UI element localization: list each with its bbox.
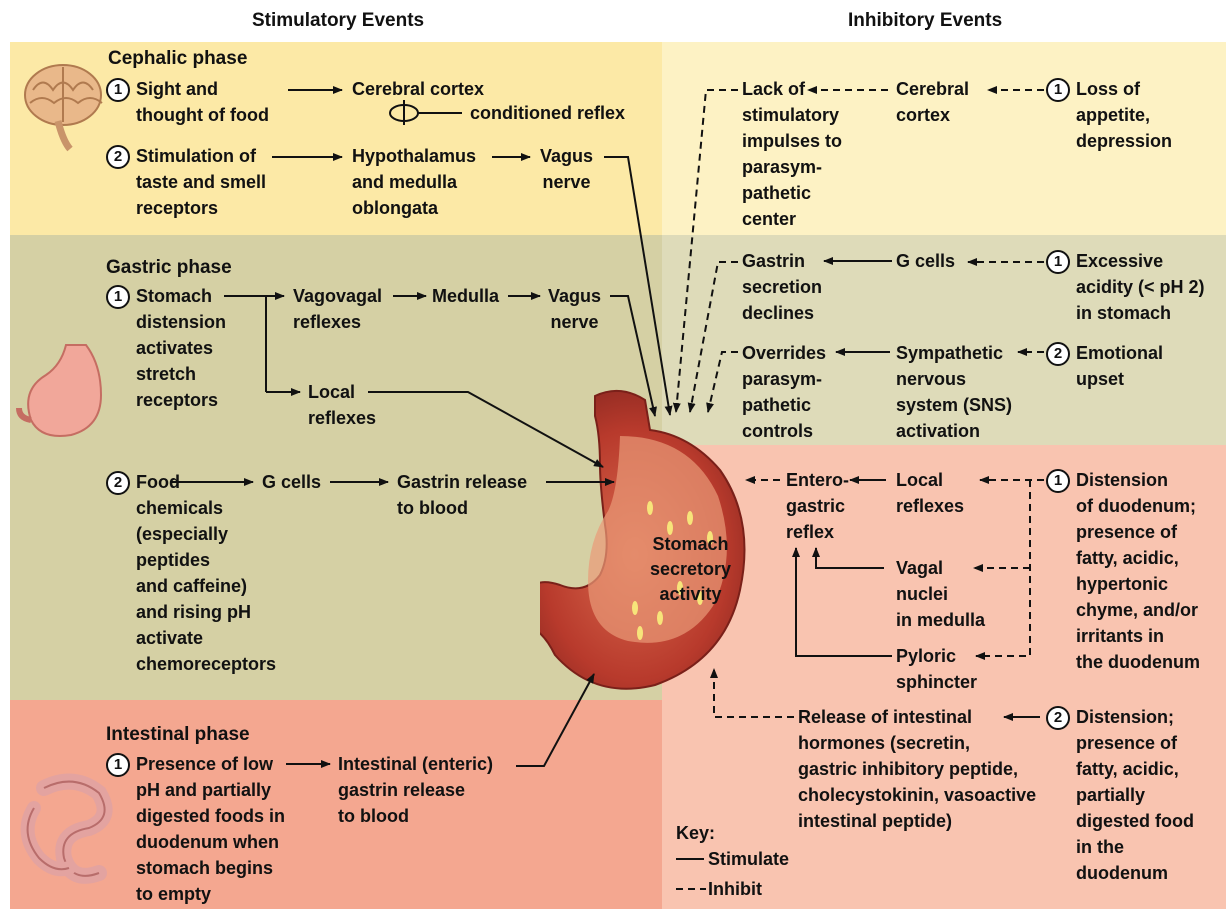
medulla-text: Medulla: [432, 283, 499, 309]
step-number: 1: [1046, 78, 1070, 102]
step-number: 2: [106, 471, 130, 495]
cerebral-cortex-text: Cerebral cortex: [352, 76, 484, 102]
step-number: 1: [1046, 469, 1070, 493]
step-number: 1: [106, 285, 130, 309]
step-number: 2: [1046, 342, 1070, 366]
cephalic-phase-title: Cephalic phase: [108, 46, 247, 72]
step-number: 2: [1046, 706, 1070, 730]
step-number: 2: [106, 145, 130, 169]
key-inhibit: Inhibit: [708, 876, 762, 902]
intestinal-phase-title: Intestinal phase: [106, 722, 250, 748]
key-stimulate: Stimulate: [708, 846, 789, 872]
g-cells-inhib-text: G cells: [896, 248, 955, 274]
conditioned-reflex-text: conditioned reflex: [470, 100, 625, 126]
step-number: 1: [106, 753, 130, 777]
step-number: 1: [1046, 250, 1070, 274]
key-title: Key:: [676, 820, 715, 846]
gastric-phase-title: Gastric phase: [106, 255, 232, 281]
g-cells-stim-text: G cells: [262, 469, 321, 495]
step-number: 1: [106, 78, 130, 102]
